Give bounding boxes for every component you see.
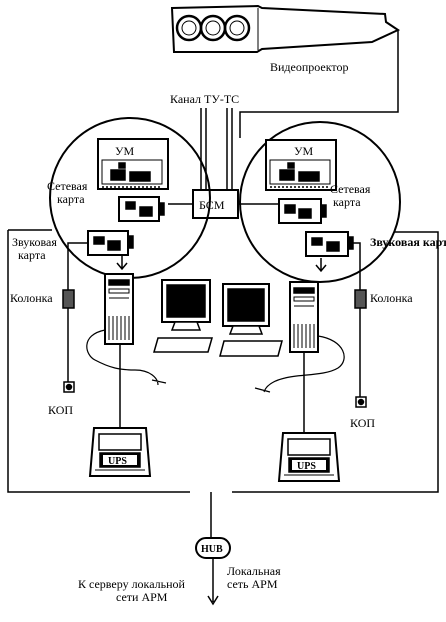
- channel-label: Канал ТУ-ТС: [170, 92, 239, 106]
- soundcard-right-label: Звуковая карта: [370, 235, 446, 249]
- hub-label: HUB: [201, 544, 223, 555]
- video-projector: [170, 4, 401, 53]
- hub-downlink: [207, 558, 219, 606]
- ups-left-label: UPS: [108, 456, 127, 467]
- network-card-left: [118, 196, 165, 222]
- sound-card-left: [87, 230, 134, 256]
- speaker-left-label: Колонка: [10, 291, 53, 305]
- left-network-line: [7, 229, 190, 493]
- localnet-label-2: сеть АРМ: [227, 577, 278, 591]
- ups-right: [277, 432, 341, 482]
- left-sound-cable: [67, 242, 88, 290]
- system-unit-left: [104, 273, 134, 428]
- bsm-label: БСМ: [199, 198, 225, 212]
- speaker-right: [354, 289, 367, 397]
- kop-left-label: КОП: [48, 403, 73, 417]
- soundcard-left-label-1: Звуковая: [12, 235, 57, 249]
- ups-left: [88, 427, 152, 477]
- um-board-right: [265, 139, 337, 191]
- right-network-line: [232, 231, 439, 493]
- netcard-left-label-2: карта: [57, 192, 85, 206]
- um-left-label: УМ: [115, 144, 134, 158]
- projector-cable: [239, 30, 399, 138]
- server-label-1: К серверу локальной: [78, 577, 186, 591]
- monitor-left: [153, 279, 213, 353]
- channel-lines: [200, 108, 233, 190]
- left-circle-arrow: [116, 256, 128, 271]
- ups-right-label: UPS: [297, 461, 316, 472]
- network-card-right: [278, 198, 327, 224]
- speaker-right-label: Колонка: [370, 291, 413, 305]
- netcard-right-label-2: карта: [333, 195, 361, 209]
- projector-label: Видеопроектор: [270, 60, 349, 74]
- right-pc-internals: [239, 121, 401, 283]
- netcard-left-label-1: Сетевая: [47, 179, 88, 193]
- netcard-right-label-1: Сетевая: [330, 182, 371, 196]
- left-mouse-cable: [86, 329, 167, 386]
- server-label-2: сети АРМ: [116, 590, 168, 604]
- monitor-right: [219, 283, 283, 357]
- speaker-left: [62, 289, 75, 382]
- kop-right: [355, 396, 367, 408]
- right-mouse-cable: [254, 335, 345, 393]
- sound-card-right: [305, 231, 354, 257]
- soundcard-left-label-2: карта: [18, 248, 46, 262]
- right-circle-arrow: [315, 258, 327, 273]
- localnet-label-1: Локальная: [227, 564, 281, 578]
- kop-right-label: КОП: [350, 416, 375, 430]
- system-unit-right: [289, 281, 319, 433]
- right-sound-cable: [353, 242, 361, 290]
- um-right-label: УМ: [294, 144, 313, 158]
- kop-left: [63, 381, 75, 393]
- um-board-left: [97, 138, 169, 190]
